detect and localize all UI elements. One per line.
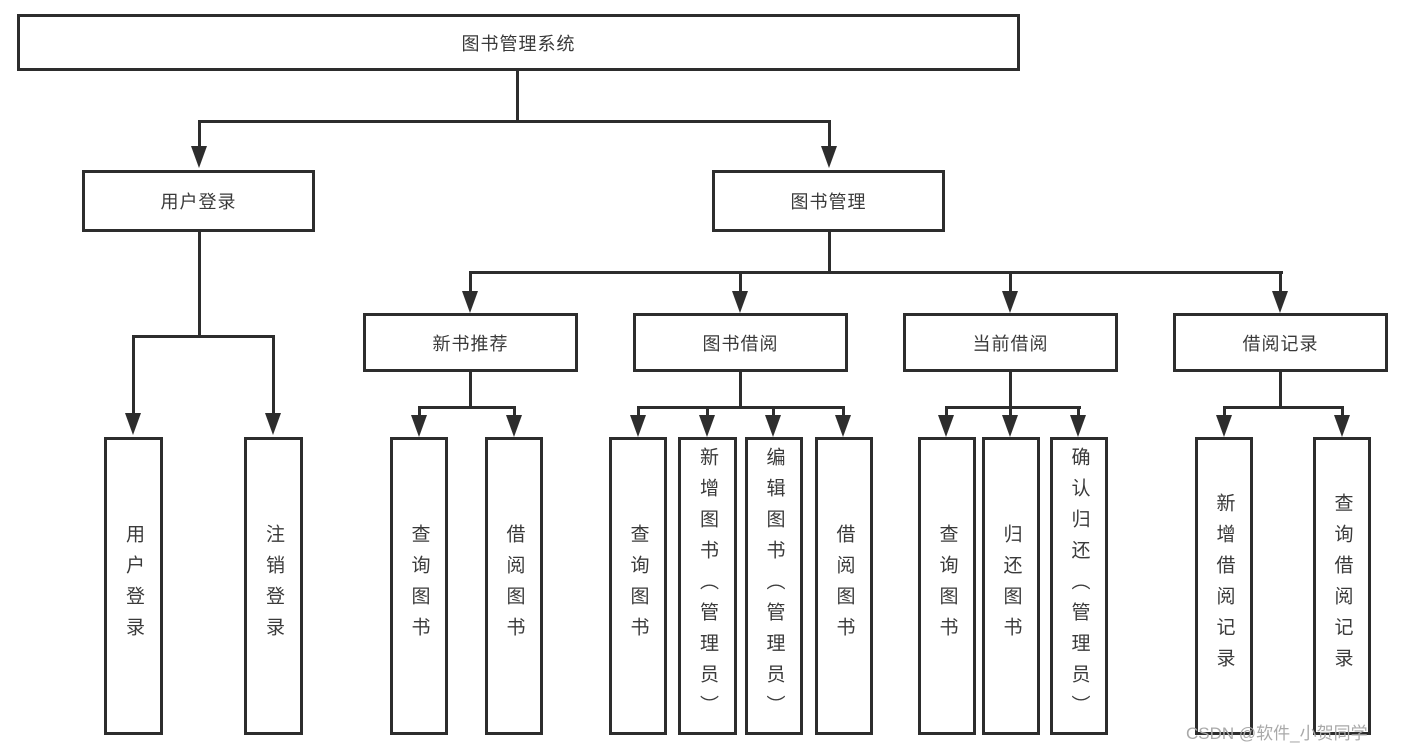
leaf-label: 查询图书 [408, 524, 430, 648]
arrow-down-icon [411, 415, 427, 437]
arrow-down-icon [191, 146, 207, 168]
leaf-label: 归还图书 [1000, 524, 1022, 648]
arrow-down-icon [462, 291, 478, 313]
arrow-down-icon [1272, 291, 1288, 313]
arrow-down-icon [125, 413, 141, 435]
arrow-down-icon [265, 413, 281, 435]
arrow-down-icon [630, 415, 646, 437]
leaf-logout: 注销登录 [244, 437, 303, 735]
leaf-query-books-current: 查询图书 [918, 437, 976, 735]
arrow-down-icon [506, 415, 522, 437]
leaf-add-borrow-record: 新增借阅记录 [1195, 437, 1253, 735]
node-label: 图书借阅 [702, 333, 779, 354]
node-label: 借阅记录 [1242, 333, 1319, 354]
arrow-down-icon [699, 415, 715, 437]
arrow-down-icon [1334, 415, 1350, 437]
leaf-label: 借阅图书 [833, 524, 855, 648]
node-user-login: 用户登录 [82, 170, 315, 232]
leaf-label: 新增借阅记录 [1213, 493, 1235, 679]
node-label: 新书推荐 [432, 333, 509, 354]
leaf-label: 新增图书（管理员） [697, 446, 718, 726]
leaf-borrow-books-recommend: 借阅图书 [485, 437, 543, 735]
node-current-borrowing: 当前借阅 [903, 313, 1118, 372]
leaf-label: 确认归还（管理员） [1068, 446, 1090, 726]
leaf-query-borrow-record: 查询借阅记录 [1313, 437, 1371, 735]
leaf-return-books: 归还图书 [982, 437, 1040, 735]
leaf-label: 用户登录 [123, 524, 144, 648]
leaf-confirm-return-admin: 确认归还（管理员） [1050, 437, 1108, 735]
arrow-down-icon [835, 415, 851, 437]
arrow-down-icon [1002, 415, 1018, 437]
arrow-down-icon [1216, 415, 1232, 437]
leaf-label: 编辑图书（管理员） [763, 446, 785, 726]
node-label: 用户登录 [160, 192, 237, 212]
node-label: 当前借阅 [972, 333, 1049, 354]
arrow-down-icon [821, 146, 837, 168]
leaf-user-login: 用户登录 [104, 437, 163, 735]
node-label: 图书管理系统 [461, 33, 576, 54]
leaf-label: 注销登录 [263, 524, 284, 648]
node-label: 图书管理 [790, 192, 867, 212]
arrow-down-icon [1002, 291, 1018, 313]
node-borrowing-records: 借阅记录 [1173, 313, 1388, 372]
leaf-label: 查询借阅记录 [1331, 493, 1353, 679]
leaf-label: 借阅图书 [503, 524, 525, 648]
leaf-query-books-borrow: 查询图书 [609, 437, 667, 735]
leaf-edit-books-admin: 编辑图书（管理员） [745, 437, 803, 735]
arrow-down-icon [1070, 415, 1086, 437]
csdn-watermark: CSDN @软件_小贺同学 [1186, 724, 1368, 743]
leaf-add-books-admin: 新增图书（管理员） [678, 437, 737, 735]
leaf-query-books-recommend: 查询图书 [390, 437, 448, 735]
node-library-management-system: 图书管理系统 [17, 14, 1020, 71]
arrow-down-icon [938, 415, 954, 437]
arrow-down-icon [765, 415, 781, 437]
leaf-borrow-books: 借阅图书 [815, 437, 873, 735]
leaf-label: 查询图书 [936, 524, 958, 648]
node-new-book-recommendation: 新书推荐 [363, 313, 578, 372]
arrow-down-icon [732, 291, 748, 313]
node-book-borrowing: 图书借阅 [633, 313, 848, 372]
node-book-management: 图书管理 [712, 170, 945, 232]
leaf-label: 查询图书 [627, 524, 649, 648]
